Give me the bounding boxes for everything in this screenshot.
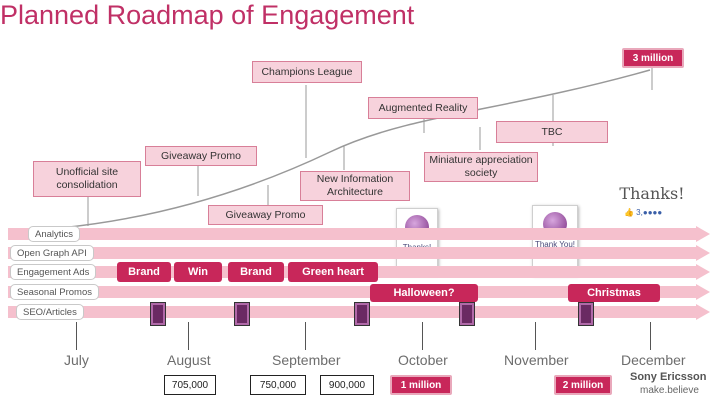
callout-giveaway-promo-1: Giveaway Promo [145, 146, 257, 166]
callout-miniature-appreciation-society: Miniature appreciation society [424, 152, 538, 182]
article-photo [234, 302, 250, 326]
callout-new-information-architecture: New Information Architecture [300, 171, 410, 201]
track-label-analytics: Analytics [28, 226, 81, 242]
article-photo [459, 302, 475, 326]
promo-halloween: Halloween? [370, 284, 478, 302]
callout-giveaway-promo-2: Giveaway Promo [208, 205, 323, 225]
month-tick [650, 322, 651, 350]
promo-christmas: Christmas [568, 284, 660, 302]
metric-september-2: 900,000 [320, 375, 374, 395]
callout-champions-league: Champions League [252, 61, 362, 83]
track-label-engagement-ads: Engagement Ads [10, 264, 97, 280]
month-tick [535, 322, 536, 350]
ad-win: Win [174, 262, 222, 282]
callout-augmented-reality: Augmented Reality [368, 97, 478, 119]
track-open-graph [8, 247, 698, 259]
thanks-card-2: Thank You! [532, 205, 578, 275]
month-tick [76, 322, 77, 350]
article-photo [354, 302, 370, 326]
thanks-card-1: Thanks! [396, 208, 438, 274]
metric-september-1: 750,000 [250, 375, 306, 395]
track-label-open-graph-api: Open Graph API [10, 245, 94, 261]
metric-august: 705,000 [164, 375, 216, 395]
track-arrow-icon [696, 226, 710, 242]
month-august: August [167, 352, 211, 368]
article-photo [578, 302, 594, 326]
badge-1-million: 1 million [390, 375, 452, 395]
ad-brand-1: Brand [117, 262, 171, 282]
month-july: July [64, 352, 89, 368]
month-tick [188, 322, 189, 350]
article-photo [150, 302, 166, 326]
month-december: December [621, 352, 686, 368]
track-arrow-icon [696, 284, 710, 300]
track-seo-articles [8, 306, 698, 318]
page-title: Planned Roadmap of Engagement [0, 0, 415, 30]
callout-tbc: TBC [496, 121, 608, 143]
month-october: October [398, 352, 448, 368]
ad-brand-2: Brand [228, 262, 284, 282]
track-seasonal-promos [8, 286, 698, 298]
track-analytics [8, 228, 698, 240]
brand-name: Sony Ericsson [630, 371, 707, 383]
track-arrow-icon [696, 245, 710, 261]
ad-green-heart: Green heart [288, 262, 378, 282]
track-arrow-icon [696, 264, 710, 280]
month-tick [422, 322, 423, 350]
track-label-seasonal-promos: Seasonal Promos [10, 284, 99, 300]
callout-unofficial-site-consolidation: Unofficial site consolidation [33, 161, 141, 197]
track-label-seo-articles: SEO/Articles [16, 304, 84, 320]
brand-tagline: make.believe [640, 385, 699, 396]
like-icon: 👍 3,●●●● [624, 208, 663, 217]
month-november: November [504, 352, 569, 368]
thanks-card-3: Thanks! 👍 3,●●●● [616, 182, 688, 224]
badge-2-million: 2 million [554, 375, 612, 395]
badge-3-million: 3 million [622, 48, 684, 68]
month-september: September [272, 352, 341, 368]
track-arrow-icon [696, 304, 710, 320]
month-tick [305, 322, 306, 350]
